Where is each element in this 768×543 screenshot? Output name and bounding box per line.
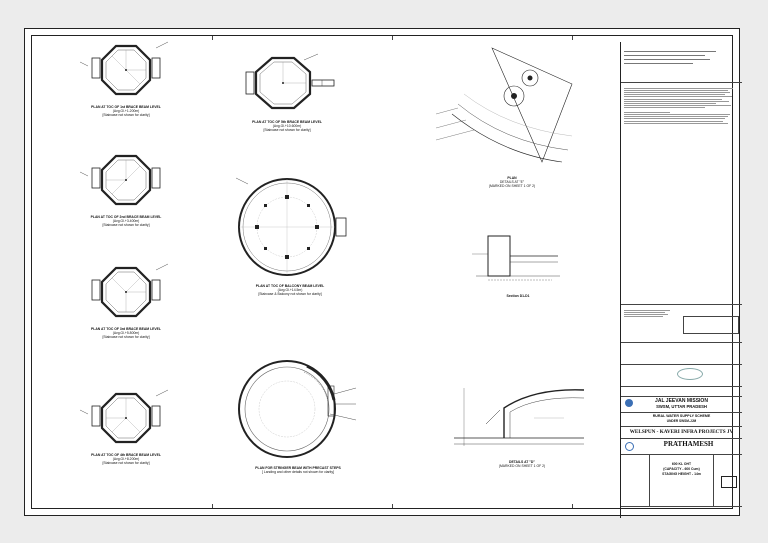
plan-caption-3: PLAN AT TOC OF 3rd BRACE BEAM LEVEL (Avg… (78, 327, 174, 339)
detail-sub-e: DETAILS AT "E" (499, 180, 525, 184)
drawing-title-2: (CAPACITY - 600 Cum) (663, 467, 700, 471)
section-drawing-d1 (472, 235, 560, 281)
legend-block (624, 308, 739, 338)
plan-note-4: [Staircase not shown for clarity] (102, 461, 150, 465)
detail-drawing-d (454, 388, 585, 446)
section-caption-d1: Section D1-D1 (478, 294, 558, 298)
general-notes (624, 48, 739, 80)
plan-drawing-7 (238, 360, 357, 458)
plan-level-5: (Avg.Gl.+10.600m) (272, 124, 302, 128)
detail-drawing-e (435, 47, 573, 163)
plan-drawing-3 (91, 263, 169, 318)
plan-note-7: [ Landing and other details not shown fo… (262, 470, 334, 474)
client-state: SWSM, UTTAR PRADESH (656, 404, 707, 409)
plan-caption-7: PLAN FOR STRINGER BEAM WITH PRECAST STEP… (228, 466, 368, 474)
consultant-name: PRATHAMESH (663, 440, 714, 448)
scheme-name: RURAL WATER SUPPLY SCHEME (652, 414, 711, 418)
plan-level-1: (Avg.Gl.+1.200m) (112, 109, 140, 113)
detail-title-d: DETAILS AT "D" (509, 460, 535, 464)
plan-caption-4: PLAN AT TOC OF 4th BRACE BEAM LEVEL (Avg… (78, 453, 174, 465)
plan-level-4: (Avg.Gl.+8.200m) (112, 457, 140, 461)
plan-drawing-1 (79, 41, 169, 96)
plan-title-3: PLAN AT TOC OF 3rd BRACE BEAM LEVEL (90, 327, 161, 331)
north-arrow-icon (721, 476, 737, 488)
detail-ref-e: (MARKED ON SHEET 1 OF 2) (488, 184, 536, 188)
title-block: JAL JEEVAN MISSION SWSM, UTTAR PRADESH R… (620, 42, 742, 518)
client-name: JAL JEEVAN MISSION (655, 398, 708, 404)
drawing-sheet: PLAN AT TOC OF 1st BRACE BEAM LEVEL (Avg… (24, 28, 742, 518)
plan-drawing-4 (79, 389, 169, 444)
plan-title-2: PLAN AT TOC OF 2nd BRACE BEAM LEVEL (90, 215, 162, 219)
plan-level-2: (Avg.Gl.+3.400m) (112, 219, 140, 223)
scheme-subtitle: UNDER SWSM-JJM (666, 419, 697, 423)
section-title-d1: Section D1-D1 (506, 294, 530, 298)
detail-title-e: PLAN (507, 176, 517, 180)
detail-ref-d: (MARKED ON SHEET 1 OF 2) (498, 464, 546, 468)
plan-title-5: PLAN AT TOC OF 5th BRACE BEAM LEVEL (252, 120, 322, 124)
plan-title-6: PLAN AT TOC OF BALCONY BEAM LEVEL (255, 284, 325, 288)
drawing-title-3: STAGING HEIGHT - 14m (662, 472, 701, 476)
plan-title-4: PLAN AT TOC OF 4th BRACE BEAM LEVEL (91, 453, 161, 457)
contractor-name: WELSPUN - KAVERI INFRA PROJECTS JV (629, 429, 734, 435)
plan-caption-6: PLAN AT TOC OF BALCONY BEAM LEVEL (Avg.G… (230, 284, 350, 296)
plan-level-6: (Avg.Gl.+14.5m) (277, 288, 303, 292)
plan-note-3: [Staircase not shown for clarity] (102, 335, 150, 339)
plan-drawing-2 (79, 154, 161, 206)
plan-level-3: (Avg.Gl.+5.800m) (112, 331, 140, 335)
plan-note-2: [Staircase not shown for clarity] (102, 223, 150, 227)
consultant-logo-icon (625, 442, 634, 451)
signature-stamp (677, 368, 703, 380)
detail-caption-d: DETAILS AT "D" (MARKED ON SHEET 1 OF 2) (472, 460, 572, 468)
drawing-border: PLAN AT TOC OF 1st BRACE BEAM LEVEL (Avg… (31, 35, 742, 518)
plan-drawing-5 (245, 53, 335, 110)
notes-block (624, 86, 739, 125)
plan-note-1: [Staircase not shown for clarity] (102, 113, 150, 117)
plan-note-5: [Staircase not shown for clarity] (263, 128, 311, 132)
client-logo-icon (625, 399, 633, 407)
plan-drawing-6 (235, 177, 347, 276)
detail-caption-e: PLAN DETAILS AT "E" (MARKED ON SHEET 1 O… (462, 176, 562, 188)
plan-title-1: PLAN AT TOC OF 1st BRACE BEAM LEVEL (91, 105, 161, 109)
stamp-box (683, 316, 739, 334)
plan-caption-2: PLAN AT TOC OF 2nd BRACE BEAM LEVEL (Avg… (78, 215, 174, 227)
plan-note-6: [Staircase & Balcony not shown for clari… (258, 292, 322, 296)
plan-caption-1: PLAN AT TOC OF 1st BRACE BEAM LEVEL (Avg… (78, 105, 174, 117)
drawing-title-1: 600 KL OHT (671, 462, 692, 466)
plan-caption-5: PLAN AT TOC OF 5th BRACE BEAM LEVEL (Avg… (237, 120, 337, 132)
plan-title-7: PLAN FOR STRINGER BEAM WITH PRECAST STEP… (255, 466, 341, 470)
